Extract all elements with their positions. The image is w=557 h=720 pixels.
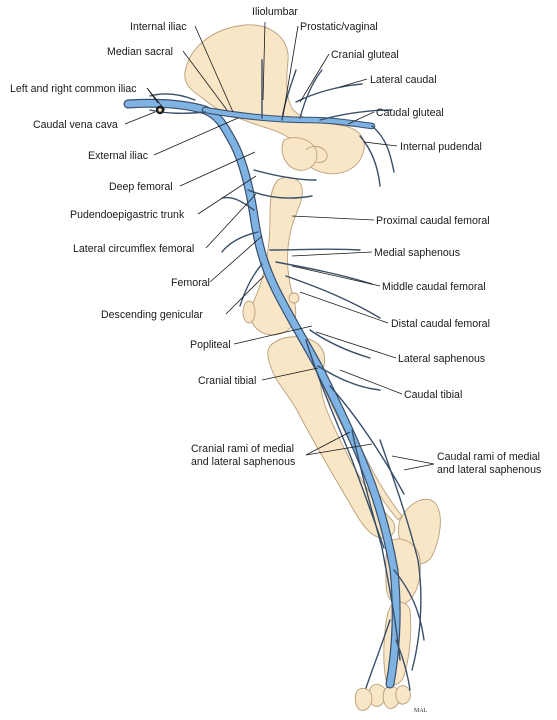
label-external-iliac: External iliac — [88, 150, 149, 162]
label-internal-pudendal: Internal pudendal — [400, 141, 482, 153]
label-lateral-saphenous: Lateral saphenous — [398, 353, 485, 365]
label-caudal-rami-line1: Caudal rami of medial — [437, 451, 540, 463]
label-caudal-tibial: Caudal tibial — [404, 389, 462, 401]
branch-veins — [149, 59, 425, 691]
label-common-iliac: Left and right common iliac — [10, 83, 137, 95]
label-medial-saphenous: Medial saphenous — [374, 247, 460, 259]
lesser-trochanter — [288, 292, 300, 304]
label-lateral-caudal: Lateral caudal — [370, 74, 437, 86]
label-descending-genicular: Descending genicular — [101, 309, 203, 321]
label-cranial-rami-line2: and lateral saphenous — [191, 456, 295, 468]
digit-4 — [395, 685, 411, 705]
label-pudendoepigastric-trunk: Pudendoepigastric trunk — [70, 209, 185, 221]
vein-labels: Iliolumbar Internal iliac Prostatic/vagi… — [10, 6, 541, 714]
femur-head — [281, 137, 318, 171]
main-trunk — [124, 99, 400, 688]
label-internal-iliac: Internal iliac — [130, 21, 187, 33]
label-lateral-circumflex-femoral: Lateral circumflex femoral — [73, 243, 194, 255]
label-cranial-rami-line1: Cranial rami of medial — [191, 443, 294, 455]
artist-signature: MAL — [414, 708, 428, 714]
label-median-sacral: Median sacral — [107, 46, 173, 58]
internal-iliac-vein — [202, 107, 375, 129]
label-popliteal: Popliteal — [190, 339, 231, 351]
label-cranial-tibial: Cranial tibial — [198, 375, 256, 387]
label-iliolumbar: Iliolumbar — [252, 6, 298, 18]
label-caudal-rami-line2: and lateral saphenous — [437, 464, 541, 476]
label-deep-femoral: Deep femoral — [109, 181, 173, 193]
tibia — [267, 336, 396, 539]
digit-3 — [354, 687, 373, 711]
veins — [123, 59, 425, 691]
patella — [242, 300, 256, 324]
leader-lines — [124, 21, 435, 471]
label-caudal-vena-cava: Caudal vena cava — [33, 119, 118, 131]
vena-cava-ring-inner — [158, 108, 162, 112]
label-prostatic-vaginal: Prostatic/vaginal — [300, 21, 378, 33]
obturator-foramen — [305, 145, 328, 163]
label-distal-caudal-femoral: Distal caudal femoral — [391, 318, 490, 330]
pelvis-ilium — [184, 24, 365, 175]
label-proximal-caudal-femoral: Proximal caudal femoral — [376, 215, 490, 227]
label-cranial-gluteal: Cranial gluteal — [331, 49, 399, 61]
label-caudal-gluteal: Caudal gluteal — [376, 107, 444, 119]
label-femoral: Femoral — [171, 277, 210, 289]
label-middle-caudal-femoral: Middle caudal femoral — [382, 281, 486, 293]
